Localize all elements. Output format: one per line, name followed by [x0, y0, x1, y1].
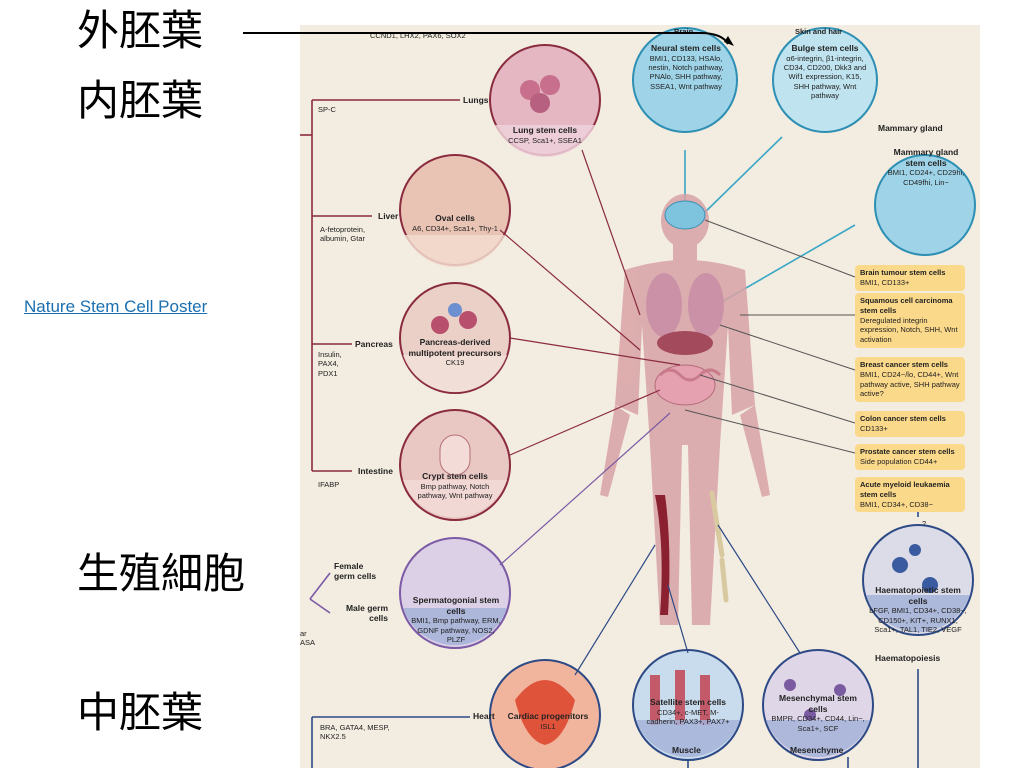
neural-markers: BMI1, CD133, HSAlo, nestin, Notch pathwa… — [648, 53, 724, 91]
heart-marker: BRA, GATA4, MESP, NKX2.5 — [320, 723, 390, 742]
cancer-title: Brain tumour stem cells — [860, 268, 946, 277]
female-germ-label: Female germ cells — [334, 561, 377, 581]
oval-caption: Oval cells A6, CD34+, Sca1+, Thy-1 — [412, 213, 498, 233]
crypt-markers: Bmp pathway, Notch pathway, Wnt pathway — [417, 481, 493, 500]
cancer-box-colon: Colon cancer stem cells CD133+ — [855, 411, 965, 437]
heart-organ-label: Heart — [473, 711, 495, 721]
sperm-title: Spermatogonial stem cells — [412, 595, 500, 616]
mammary-markers: BMI1, CD24+, CD29hi, CD49fhi, Lin− — [887, 168, 965, 187]
pancreas-organ-label: Pancreas — [355, 339, 393, 349]
lung-organ-label: Lungs — [463, 95, 489, 105]
cardiac-caption: Cardiac progenitors ISL1 — [500, 711, 596, 731]
germ-side-label: ar ASA — [300, 629, 316, 648]
mammary-title: Mammary gland stem cells — [893, 147, 959, 168]
lung-title: Lung stem cells — [512, 125, 578, 135]
mesenchymal-title: Mesenchymal stem cells — [779, 693, 857, 714]
haematopoiesis-label: Haematopoiesis — [875, 653, 941, 663]
cancer-title: Colon cancer stem cells — [860, 414, 946, 423]
mesoderm-tree — [311, 509, 919, 768]
cardiac-title: Cardiac progenitors — [507, 711, 589, 721]
muscle-graphic — [655, 495, 670, 615]
male-germ-label: Male germ cells — [345, 603, 388, 623]
satellite-title: Satellite stem cells — [649, 697, 727, 707]
liver-marker: A-fetoprotein, albumin, Gtar — [320, 225, 366, 244]
cancer-box-prostate: Prostate cancer stem cells Side populati… — [855, 444, 965, 470]
mesoderm-label: 中胚葉 — [77, 688, 204, 737]
pancreas-markers: CK19 — [445, 358, 465, 368]
haem-markers: bFGF, BMI1, CD34+, CD38−, CD150+, KIT+, … — [869, 606, 967, 634]
stem-cell-poster: CCND1, LHX2, PAX6, SOX2 Brain Skin and h… — [300, 25, 980, 768]
lung-marker: SP-C — [318, 105, 336, 114]
cancer-markers: CD133+ — [860, 423, 888, 433]
oval-markers: A6, CD34+, Sca1+, Thy-1 — [412, 223, 498, 233]
pancreas-title: Pancreas-derived multipotent precursors — [408, 337, 502, 358]
crypt-caption: Crypt stem cells Bmp pathway, Notch path… — [412, 471, 498, 500]
cancer-title: Acute myeloid leukaemia stem cells — [860, 480, 950, 499]
satellite-markers: CD34+, c-MET, M-cadherin, PAX3+, PAX7+ — [646, 707, 730, 726]
germ-tree — [309, 572, 331, 614]
cancer-markers: Side population CD44+ — [860, 456, 938, 466]
mesenchyme-organ-label: Mesenchyme — [790, 745, 844, 755]
muscle-organ-label: Muscle — [672, 745, 701, 755]
cancer-markers: BMI1, CD133+ — [860, 277, 910, 287]
endoderm-connectors — [499, 149, 681, 456]
liver-organ-label: Liver — [378, 211, 399, 221]
cancer-title: Squamous cell carcinoma stem cells — [860, 296, 953, 315]
mammary-organ-label: Mammary gland — [878, 123, 943, 133]
bone-graphic — [709, 490, 729, 603]
cancer-box-breast: Breast cancer stem cells BMI1, CD24−/lo,… — [855, 357, 965, 402]
mesoderm-connectors — [574, 524, 801, 676]
ectoderm-label: 外胚葉 — [77, 6, 204, 55]
germ-connector — [499, 412, 671, 566]
oval-title: Oval cells — [435, 213, 475, 223]
satellite-caption: Satellite stem cells CD34+, c-MET, M-cad… — [642, 697, 734, 726]
cancer-markers: Deregulated integrin expression, Notch, … — [860, 315, 958, 345]
neural-title: Neural stem cells — [651, 43, 721, 53]
poster-link[interactable]: Nature Stem Cell Poster — [24, 297, 208, 316]
pancreas-caption: Pancreas-derived multipotent precursors … — [408, 337, 502, 368]
cancer-box-brain: Brain tumour stem cells BMI1, CD133+ — [855, 265, 965, 291]
pancreas-marker: Insulin, PAX4, PDX1 — [318, 350, 342, 378]
caption-bands — [403, 125, 970, 758]
circle-details — [431, 75, 938, 745]
cancer-box-aml: Acute myeloid leukaemia stem cells BMI1,… — [855, 477, 965, 513]
mammary-caption: Mammary gland stem cells BMI1, CD24+, CD… — [885, 147, 967, 187]
cancer-title: Prostate cancer stem cells — [860, 447, 955, 456]
lung-caption: Lung stem cells CCSP, Sca1+, SSEA1 — [500, 125, 590, 145]
intestine-marker: IFABP — [318, 480, 340, 489]
top-markers: CCND1, LHX2, PAX6, SOX2 — [370, 31, 466, 40]
cancer-markers: BMI1, CD24−/lo, CD44+, Wnt pathway activ… — [860, 369, 960, 399]
bulge-title: Bulge stem cells — [791, 43, 859, 53]
poster-graphics — [300, 27, 976, 768]
haem-caption: Haematopoietic stem cells bFGF, BMI1, CD… — [868, 585, 968, 634]
bulge-caption: Bulge stem cells α6-integrin, β1-integri… — [780, 43, 870, 101]
endoderm-tree — [300, 99, 460, 472]
mesenchymal-markers: BMPR, CD34+, CD44, Lin−, Sca1+, SCF — [771, 714, 865, 733]
haem-title: Haematopoietic stem cells — [875, 585, 961, 606]
mesenchymal-caption: Mesenchymal stem cells BMPR, CD34+, CD44… — [770, 693, 866, 733]
crypt-title: Crypt stem cells — [422, 471, 488, 481]
neural-caption: Neural stem cells BMI1, CD133, HSAlo, ne… — [643, 43, 729, 91]
cardiac-markers: ISL1 — [540, 721, 556, 731]
germ-cells-label: 生殖細胞 — [77, 549, 246, 598]
cancer-title: Breast cancer stem cells — [860, 360, 948, 369]
sperm-markers: BMI1, Bmp pathway, ERM, GDNF pathway, NO… — [411, 616, 501, 644]
bulge-markers: α6-integrin, β1-integrin, CD34, CD200, D… — [783, 53, 867, 101]
cancer-markers: BMI1, CD34+, CD38− — [860, 499, 933, 509]
lung-markers: CCSP, Sca1+, SSEA1 — [508, 135, 582, 145]
cancer-box-squamous: Squamous cell carcinoma stem cells Dereg… — [855, 293, 965, 348]
cancer-connectors — [684, 219, 856, 454]
intestine-organ-label: Intestine — [358, 466, 393, 476]
brain-label: Brain — [674, 27, 694, 36]
sperm-caption: Spermatogonial stem cells BMI1, Bmp path… — [408, 595, 504, 644]
endoderm-label: 内胚葉 — [77, 76, 204, 125]
skin-label: Skin and hair — [795, 27, 843, 36]
haem-question: ? — [922, 519, 927, 528]
